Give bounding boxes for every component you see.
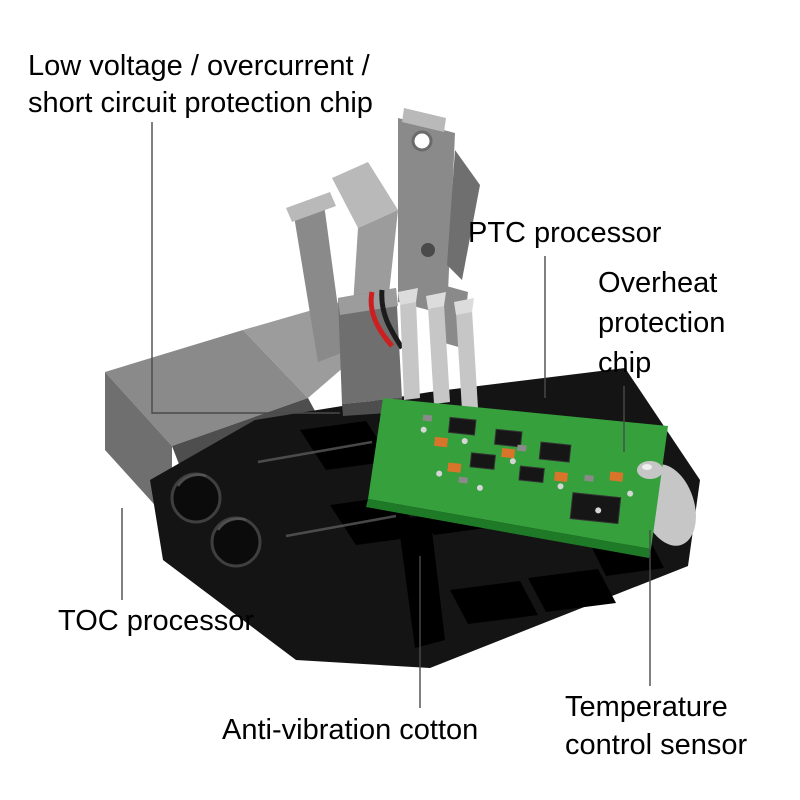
pcb-board — [366, 398, 668, 558]
red-wire — [368, 291, 394, 348]
annotation-protection-chip: Low voltage / overcurrent / short circui… — [28, 50, 373, 119]
callout-lines — [121, 122, 651, 708]
callout-line-protection-chip — [151, 122, 340, 414]
black-wire — [379, 289, 405, 350]
annotation-temp-sensor: Temperature control sensor — [565, 691, 748, 761]
temperature-sensor-dome — [637, 461, 663, 479]
annotation-anti-vibration: Anti-vibration cotton — [222, 714, 479, 746]
nickel-strips — [398, 288, 478, 410]
main-chip — [569, 492, 622, 525]
mount-hole — [411, 130, 433, 152]
annotation-toc-processor: TOC processor — [58, 605, 255, 637]
annotation-ptc-processor: PTC processor — [468, 217, 662, 249]
annotation-overheat-chip: Overheat protection chip — [598, 267, 726, 379]
